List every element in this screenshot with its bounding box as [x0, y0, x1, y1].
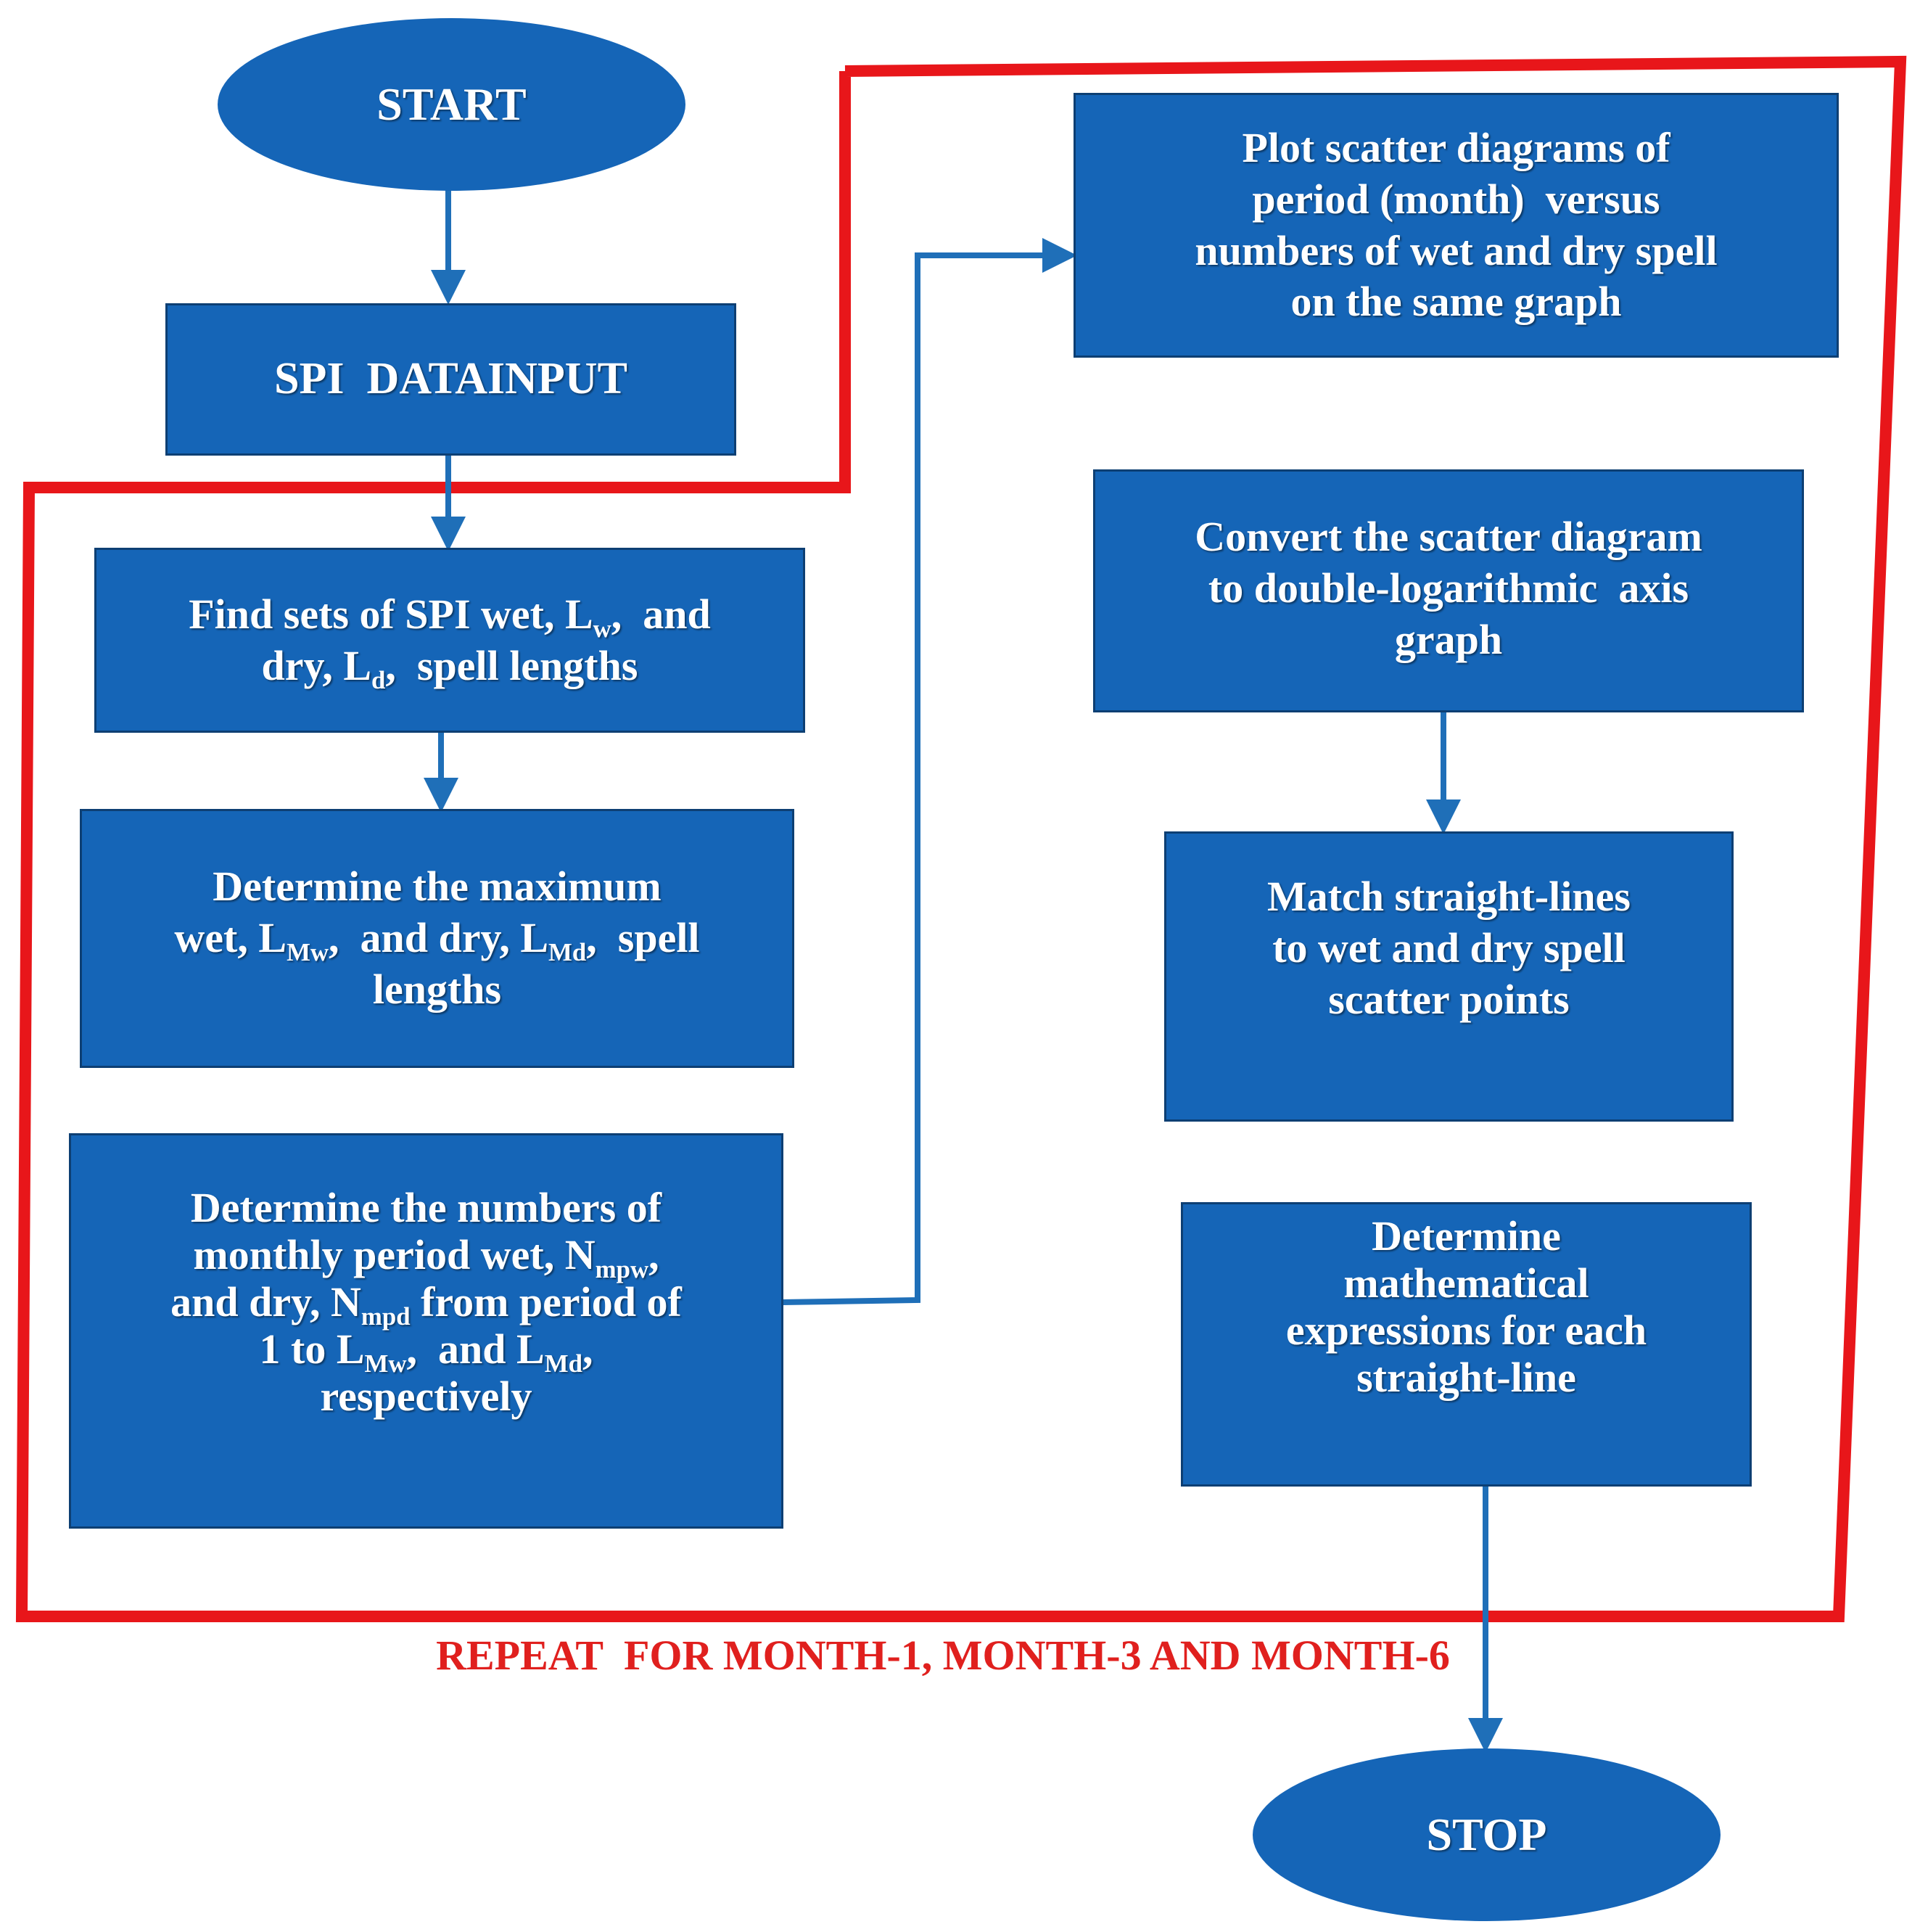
start-terminal: START: [218, 18, 685, 191]
match-box-line-2: to wet and dry spell: [1272, 924, 1626, 971]
match-box-line-3: scatter points: [1328, 975, 1570, 1023]
find-spell-lengths-box: Find sets of SPI wet, Lw, and dry, Ld, s…: [94, 548, 805, 733]
convert-box-line-3: graph: [1394, 615, 1503, 663]
start-label: START: [376, 78, 527, 130]
plot-box-line-1: Plot scatter diagrams of: [1242, 124, 1670, 171]
max-box-line-2: wet, LMw, and dry, LMd, spell: [174, 914, 700, 967]
numbers-box-line-2: monthly period wet, Nmpw,: [193, 1230, 659, 1284]
convert-log-axis-box: Convert the scatter diagram to double-lo…: [1093, 469, 1804, 712]
determine-expressions-box: Determine mathematical expressions for e…: [1181, 1202, 1752, 1487]
numbers-box-line-1: Determine the numbers of: [190, 1184, 662, 1231]
convert-box-line-1: Convert the scatter diagram: [1195, 513, 1702, 560]
plot-box-line-2: period (month) versus: [1252, 175, 1660, 223]
match-straight-lines-box: Match straight-lines to wet and dry spel…: [1164, 831, 1734, 1122]
find-box-line-2: dry, Ld, spell lengths: [261, 641, 638, 694]
convert-box-line-2: to double-logarithmic axis: [1208, 564, 1689, 612]
stop-label: STOP: [1426, 1809, 1547, 1860]
max-box-line-1: Determine the maximum: [213, 863, 662, 910]
determine-numbers-box: Determine the numbers of monthly period …: [69, 1133, 783, 1529]
arrow-numbers-to-plot: [781, 238, 1077, 1305]
plot-box-line-4: on the same graph: [1290, 278, 1622, 326]
match-box-line-1: Match straight-lines: [1267, 873, 1631, 920]
expressions-box-line-3: expressions for each: [1285, 1306, 1647, 1354]
numbers-box-line-3: and dry, Nmpd from period of: [170, 1278, 682, 1331]
plot-box-line-3: numbers of wet and dry spell: [1195, 226, 1718, 274]
determine-maximum-box: Determine the maximum wet, LMw, and dry,…: [80, 809, 794, 1068]
find-box-line-1: Find sets of SPI wet, Lw, and: [189, 590, 711, 643]
repeat-loop-border: [15, 55, 1907, 1622]
max-box-line-3: lengths: [372, 965, 502, 1013]
expressions-box-line-2: mathematical: [1343, 1259, 1589, 1307]
expressions-box-line-4: straight-line: [1356, 1353, 1576, 1401]
stop-terminal: STOP: [1253, 1748, 1721, 1921]
plot-scatter-box: Plot scatter diagrams of period (month) …: [1074, 93, 1839, 358]
input-box-label: SPI DATAINPUT: [274, 354, 627, 404]
numbers-box-line-5: respectively: [320, 1372, 532, 1420]
expressions-box-line-1: Determine: [1372, 1212, 1561, 1259]
numbers-box-line-4: 1 to LMw, and LMd,: [259, 1325, 593, 1378]
spi-data-input-box: SPI DATAINPUT: [165, 303, 736, 456]
repeat-loop-label: REPEAT FOR MONTH-1, MONTH-3 AND MONTH-6: [436, 1632, 1450, 1679]
